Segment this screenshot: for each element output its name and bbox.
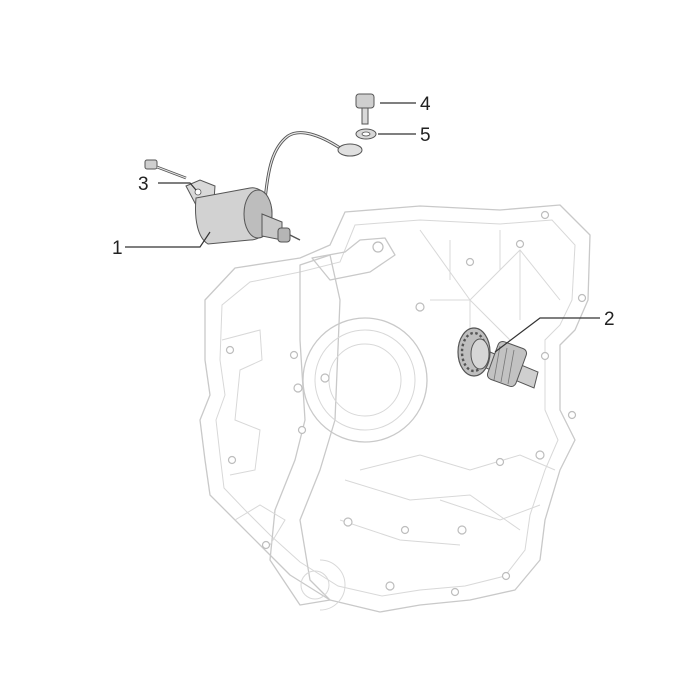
bolt-4: [355, 93, 375, 125]
callout-4: 4: [420, 94, 431, 115]
starter-gear: [457, 327, 539, 389]
engine-casing: [199, 204, 591, 613]
callout-1: 1: [112, 238, 123, 259]
callout-3: 3: [138, 174, 149, 195]
leader-lines: [125, 102, 600, 353]
washer-5: [355, 128, 377, 140]
callout-5: 5: [420, 125, 431, 146]
callouts: 1 2 3 4 5: [112, 94, 615, 330]
starter-motor: [185, 131, 363, 245]
bolt-3: [144, 159, 187, 180]
callout-2: 2: [604, 309, 615, 330]
